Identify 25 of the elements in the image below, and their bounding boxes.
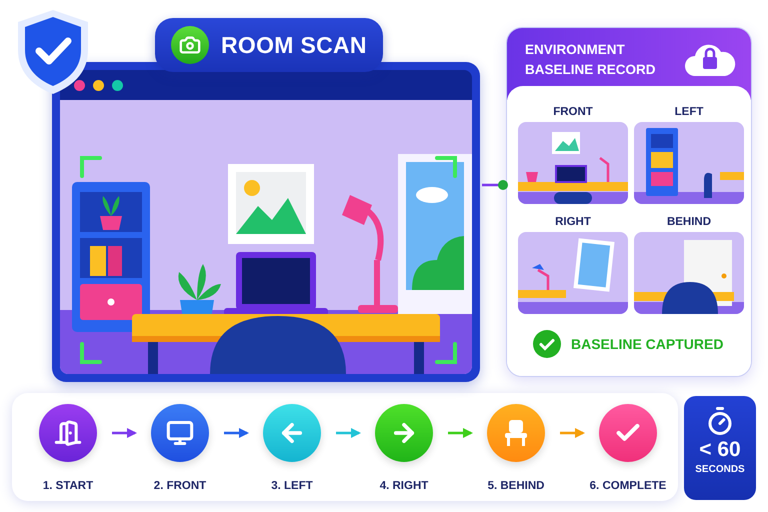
status-text: BASELINE CAPTURED xyxy=(571,336,724,352)
time-limit-card xyxy=(684,396,756,500)
baseline-record-panel xyxy=(506,27,752,377)
connector-line xyxy=(482,180,508,190)
badge-title: ROOM SCAN xyxy=(221,32,367,58)
title-badge xyxy=(155,18,383,72)
arrow xyxy=(560,428,585,438)
arrow xyxy=(224,428,249,438)
browser-window xyxy=(52,62,480,382)
step-label: 1. START xyxy=(42,480,94,492)
arrow xyxy=(448,428,473,438)
time-value: < 60 xyxy=(699,438,741,462)
view-label: BEHIND xyxy=(666,215,712,230)
step-label: 6. COMPLETE xyxy=(590,480,666,492)
arrow xyxy=(112,428,137,438)
view-label: FRONT xyxy=(553,105,593,120)
step-label: 5. BEHIND xyxy=(488,480,544,492)
view-label: RIGHT xyxy=(555,215,591,230)
step-label: 2. FRONT xyxy=(154,480,206,492)
step-label: 4. RIGHT xyxy=(380,480,428,492)
time-unit: SECONDS xyxy=(695,464,745,475)
view-label: LEFT xyxy=(674,105,704,120)
panel-heading: ENVIRONMENT BASELINE RECORD xyxy=(525,41,657,79)
step-label: 3. LEFT xyxy=(271,480,313,492)
arrow xyxy=(336,428,361,438)
